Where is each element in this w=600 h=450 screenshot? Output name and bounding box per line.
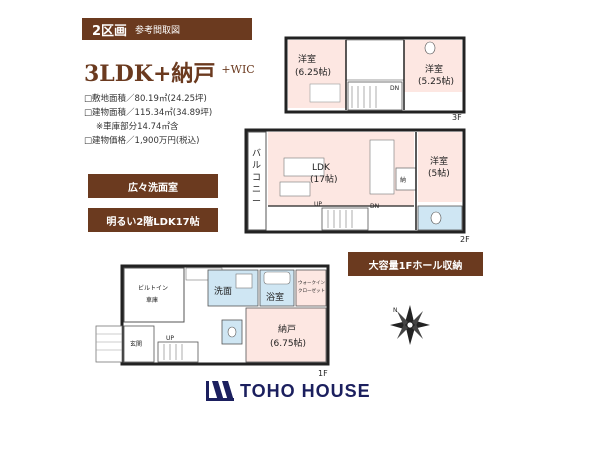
wic-label: ウォークイン xyxy=(298,279,325,286)
floor-2f-label: 2F xyxy=(460,235,470,244)
toilet-1f xyxy=(227,326,237,338)
compass-north: N xyxy=(393,307,398,314)
spec-garage-note: ※車庫部分14.74㎡含 xyxy=(96,122,179,132)
layout-type-extra: +WIC xyxy=(221,63,255,76)
storage-size: (6.75帖) xyxy=(270,337,306,349)
toho-logo-icon xyxy=(206,381,234,401)
room-1f-storage xyxy=(245,307,327,363)
floor-3f: 洋室 (6.25帖) 洋室 (5.25帖) DN 3F xyxy=(284,36,466,122)
closet-3f xyxy=(345,39,405,81)
balcony-label: バルコニー xyxy=(252,148,261,207)
feature-ldk: 明るい2階LDK17帖 xyxy=(88,208,218,232)
layout-type-main: 3LDK+納戸 xyxy=(84,61,216,87)
stairs-1f-up: UP xyxy=(166,335,174,342)
brand-name: TOHO HOUSE xyxy=(240,381,371,401)
room-3f-east-size: (5.25帖) xyxy=(418,75,454,87)
feature-storage: 大容量1Fホール収納 xyxy=(348,252,483,276)
garage-label: ビルトイン xyxy=(138,284,168,292)
entrance xyxy=(123,325,155,363)
stairs-2f-up: UP xyxy=(314,201,322,208)
stairs-2f xyxy=(321,207,369,231)
sofa xyxy=(279,181,311,197)
plot-label: 2区画 xyxy=(92,23,128,39)
plot-sub-label: 参考間取図 xyxy=(135,25,181,36)
room-2f-west xyxy=(418,132,462,202)
ldk-size: (17帖) xyxy=(310,173,337,185)
room-2f-west-label: 洋室 xyxy=(430,155,448,167)
toilet-2f xyxy=(430,211,442,225)
wash-label: 洗面 xyxy=(214,285,232,297)
room-3f-east-label: 洋室 xyxy=(425,63,443,75)
floor-1f-label: 1F xyxy=(318,369,328,378)
closet-2f-label: 納 xyxy=(400,176,406,184)
garage-label-2: 車庫 xyxy=(146,296,158,304)
entrance-label: 玄関 xyxy=(130,340,142,348)
balcony xyxy=(247,131,267,231)
bathtub xyxy=(263,271,291,285)
floor-1f: ビルトイン 車庫 洗面 浴室 ウォークイン クローゼット 納戸 (6.75帖) … xyxy=(95,264,330,378)
stairs-3f-dn: DN xyxy=(390,85,399,92)
floor-3f-label: 3F xyxy=(452,113,462,122)
stairs-2f-dn: DN xyxy=(370,203,379,210)
spec-price: □建物価格／1,900万円(税込) xyxy=(84,136,200,146)
spec-building-area: □建物面積／115.34㎡(34.89坪) xyxy=(84,108,213,118)
stairs-3f xyxy=(347,81,403,111)
bath-label: 浴室 xyxy=(266,291,284,303)
ldk-label: LDK xyxy=(312,163,331,173)
toilet-3f xyxy=(424,41,436,55)
layout-type: 3LDK+納戸 +WIC xyxy=(84,56,255,88)
kitchen-counter xyxy=(369,139,395,195)
floor-2f: バルコニー LDK (17帖) 洋室 (5帖) 納 UP DN 2F xyxy=(244,128,470,244)
room-2f-west-size: (5帖) xyxy=(428,167,450,179)
storage-label: 納戸 xyxy=(278,323,296,335)
washing-machine xyxy=(235,273,253,289)
entrance-steps xyxy=(95,325,123,363)
dining-table xyxy=(283,157,325,177)
room-1f-wic xyxy=(295,269,327,307)
room-3f-west-size: (6.25帖) xyxy=(295,66,331,78)
garage xyxy=(123,267,185,323)
plot-badge: 2区画 参考間取図 xyxy=(82,18,252,40)
compass-icon: N xyxy=(390,305,430,345)
wic-label-2: クローゼット xyxy=(298,287,325,294)
spec-site-area: □敷地面積／80.19㎡(24.25坪) xyxy=(84,94,207,104)
bed-3f xyxy=(309,83,341,103)
stairs-1f xyxy=(157,341,199,363)
room-3f-west-label: 洋室 xyxy=(298,53,316,65)
feature-washroom: 広々洗面室 xyxy=(88,174,218,198)
